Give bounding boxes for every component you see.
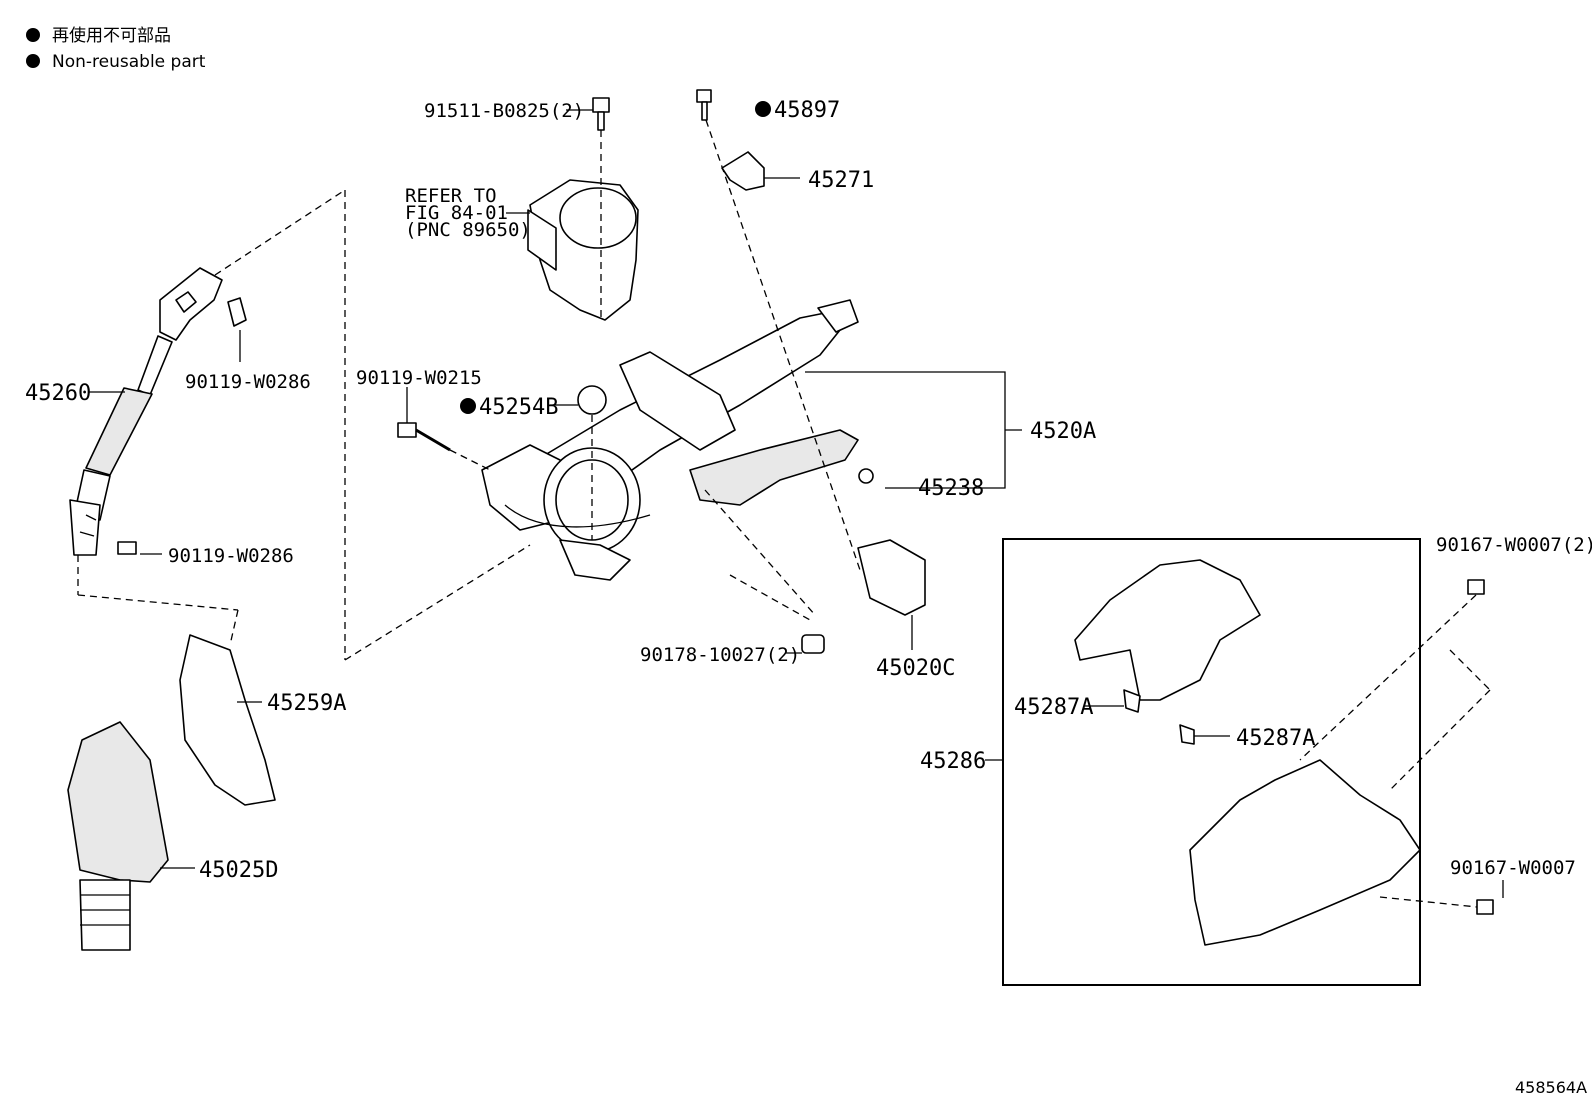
callout-45260[interactable]: 45260	[25, 381, 91, 406]
legend-english: Non-reusable part	[52, 52, 206, 72]
refer-note: REFER TO FIG 84-01 (PNC 89650)	[405, 185, 531, 241]
cover-group-frame	[1002, 538, 1421, 986]
key-cylinder-drawing	[527, 179, 639, 321]
callout-45254b[interactable]: 45254B	[479, 395, 558, 420]
callout-45286[interactable]: 45286	[920, 749, 986, 774]
callout-91511-b0825[interactable]: 91511-B0825(2)	[424, 100, 584, 122]
callout-90119-w0286-bottom[interactable]: 90119-W0286	[168, 545, 294, 567]
callout-90167-w0007[interactable]: 90167-W0007	[1450, 857, 1576, 879]
non-reusable-dot-icon	[26, 54, 40, 68]
refer-note-line3: (PNC 89650)	[405, 219, 531, 241]
refer-note-line2: FIG 84-01	[405, 202, 508, 224]
callout-45287a-right[interactable]: 45287A	[1236, 726, 1315, 751]
callout-90167-w0007-2[interactable]: 90167-W0007(2)	[1436, 534, 1592, 556]
callout-45897[interactable]: 45897	[774, 98, 840, 123]
callout-labels: 91511-B0825(2) 45897 45271 90119-W0286 4…	[25, 98, 1592, 883]
callout-45025d[interactable]: 45025D	[199, 858, 278, 883]
column-cover-drawing	[1074, 559, 1421, 946]
callout-90119-w0286-top[interactable]: 90119-W0286	[185, 371, 311, 393]
callout-45020c[interactable]: 45020C	[876, 656, 955, 681]
leader-lines	[77, 109, 1504, 908]
small-parts-drawing	[67, 89, 1494, 951]
refer-note-line1: REFER TO	[405, 185, 497, 207]
legend: 再使用不可部品 Non-reusable part	[26, 25, 206, 72]
intermediate-shaft-drawing	[69, 267, 223, 556]
non-reusable-dot-icon	[755, 101, 771, 117]
callout-45271[interactable]: 45271	[808, 168, 874, 193]
callout-45259a[interactable]: 45259A	[267, 691, 346, 716]
legend-japanese: 再使用不可部品	[52, 25, 171, 46]
callout-90178-10027[interactable]: 90178-10027(2)	[640, 644, 800, 666]
callout-4520a[interactable]: 4520A	[1030, 419, 1096, 444]
non-reusable-dot-icon	[26, 28, 40, 42]
callout-90119-w0215[interactable]: 90119-W0215	[356, 367, 482, 389]
callout-45287a-left[interactable]: 45287A	[1014, 695, 1093, 720]
figure-id: 458564A	[1515, 1078, 1587, 1097]
non-reusable-dot-icon	[460, 398, 476, 414]
steering-column-drawing	[481, 299, 859, 581]
callout-45238[interactable]: 45238	[918, 476, 984, 501]
